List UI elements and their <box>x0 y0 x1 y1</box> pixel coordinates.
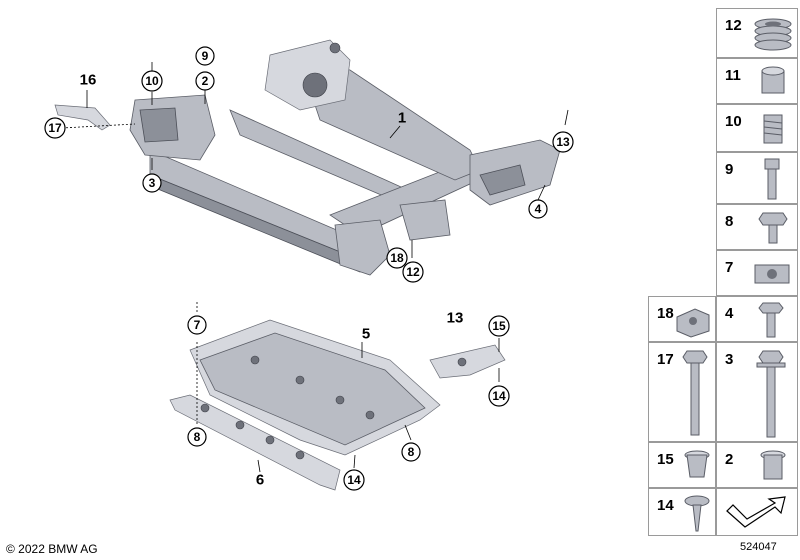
self-tapping-screw-icon <box>684 495 710 532</box>
callout-11: 12 <box>402 261 424 283</box>
callout-3: 3 <box>142 173 162 193</box>
bulk-material-arrow-icon <box>726 496 786 528</box>
label-13: 13 <box>447 310 464 327</box>
hex-bolt-long-icon <box>682 350 708 436</box>
part-cell-18: 18 <box>648 296 716 342</box>
part-cell-8: 8 <box>716 204 798 250</box>
part-number: 9 <box>725 161 734 178</box>
part-cell-2: 2 <box>716 442 798 488</box>
svg-text:3: 3 <box>149 176 156 190</box>
axle-carrier <box>129 39 561 276</box>
strut-bar-6 <box>169 394 341 491</box>
expanding-nut-icon <box>684 450 710 478</box>
part-cell-4: 4 <box>716 296 798 342</box>
part-cell-7: 7 <box>716 250 798 296</box>
leader-lines <box>61 62 569 473</box>
exploded-diagram: 16 1 5 13 6 9 2 10 17 3 13 4 18 12 <box>44 39 574 491</box>
svg-text:9: 9 <box>202 49 209 63</box>
copyright-text: © 2022 BMW AG <box>6 542 98 556</box>
plate-13 <box>429 344 506 379</box>
diagram-id: 524047 <box>740 541 777 553</box>
part-cell-17: 17 <box>648 342 716 442</box>
part-number: 10 <box>725 113 742 130</box>
clip-nut-icon <box>754 264 790 284</box>
threaded-insert-icon <box>763 114 783 144</box>
callout-9: 9 <box>195 46 215 66</box>
svg-text:15: 15 <box>492 319 506 333</box>
bracket-16 <box>54 104 111 131</box>
svg-text:4: 4 <box>535 202 542 216</box>
part-number: 4 <box>725 305 734 322</box>
label-16: 16 <box>80 72 97 89</box>
threaded-insert-coil-icon <box>754 18 792 51</box>
callout-15: 15 <box>488 315 510 337</box>
svg-text:10: 10 <box>145 74 159 88</box>
part-cell-11: 11 <box>716 58 798 104</box>
svg-text:8: 8 <box>408 445 415 459</box>
label-5: 5 <box>362 326 370 343</box>
svg-text:2: 2 <box>202 74 209 88</box>
callout-2: 2 <box>195 71 215 91</box>
svg-text:7: 7 <box>194 318 201 332</box>
callout-18: 18 <box>386 247 408 269</box>
part-number: 11 <box>725 67 741 84</box>
part-number: 18 <box>657 305 674 322</box>
part-cell-14: 14 <box>648 488 716 536</box>
callout-7: 7 <box>187 315 207 335</box>
blind-rivet-nut-icon <box>760 450 786 480</box>
svg-text:14: 14 <box>492 389 506 403</box>
underbody-shield <box>189 319 441 456</box>
parts-table: 12 11 10 9 8 <box>646 0 800 560</box>
svg-text:18: 18 <box>390 251 404 265</box>
part-cell-arrow <box>716 488 798 536</box>
part-cell-9: 9 <box>716 152 798 204</box>
spacer-sleeve-icon <box>761 66 785 94</box>
label-1: 1 <box>398 110 406 127</box>
hex-collar-screw-icon <box>758 212 788 244</box>
part-number: 8 <box>725 213 734 230</box>
svg-text:8: 8 <box>194 430 201 444</box>
part-number: 2 <box>725 451 734 468</box>
part-number: 14 <box>657 497 674 514</box>
callout-8-right: 8 <box>401 442 421 462</box>
svg-text:17: 17 <box>48 121 62 135</box>
hex-bolt-long-washer-icon <box>756 350 786 438</box>
callout-12: 13 <box>552 131 574 153</box>
callout-17: 17 <box>44 117 66 139</box>
part-number: 12 <box>725 17 742 34</box>
part-cell-10: 10 <box>716 104 798 152</box>
callout-4: 4 <box>528 199 548 219</box>
svg-text:13: 13 <box>556 135 570 149</box>
hex-bolt-short-icon <box>758 302 784 338</box>
callout-14-lower: 14 <box>343 469 365 491</box>
svg-text:12: 12 <box>406 265 420 279</box>
label-6: 6 <box>256 472 264 489</box>
callout-14-upper: 14 <box>488 385 510 407</box>
callout-8-left: 8 <box>187 427 207 447</box>
part-number: 3 <box>725 351 734 368</box>
part-number: 17 <box>657 351 674 368</box>
part-cell-12: 12 <box>716 8 798 58</box>
part-cell-3: 3 <box>716 342 798 442</box>
socket-head-screw-icon <box>764 158 780 200</box>
part-number: 15 <box>657 451 674 468</box>
svg-text:14: 14 <box>347 473 361 487</box>
part-cell-15: 15 <box>648 442 716 488</box>
part-number: 7 <box>725 259 734 276</box>
callout-10: 10 <box>141 70 163 92</box>
cage-nut-icon <box>676 308 710 338</box>
